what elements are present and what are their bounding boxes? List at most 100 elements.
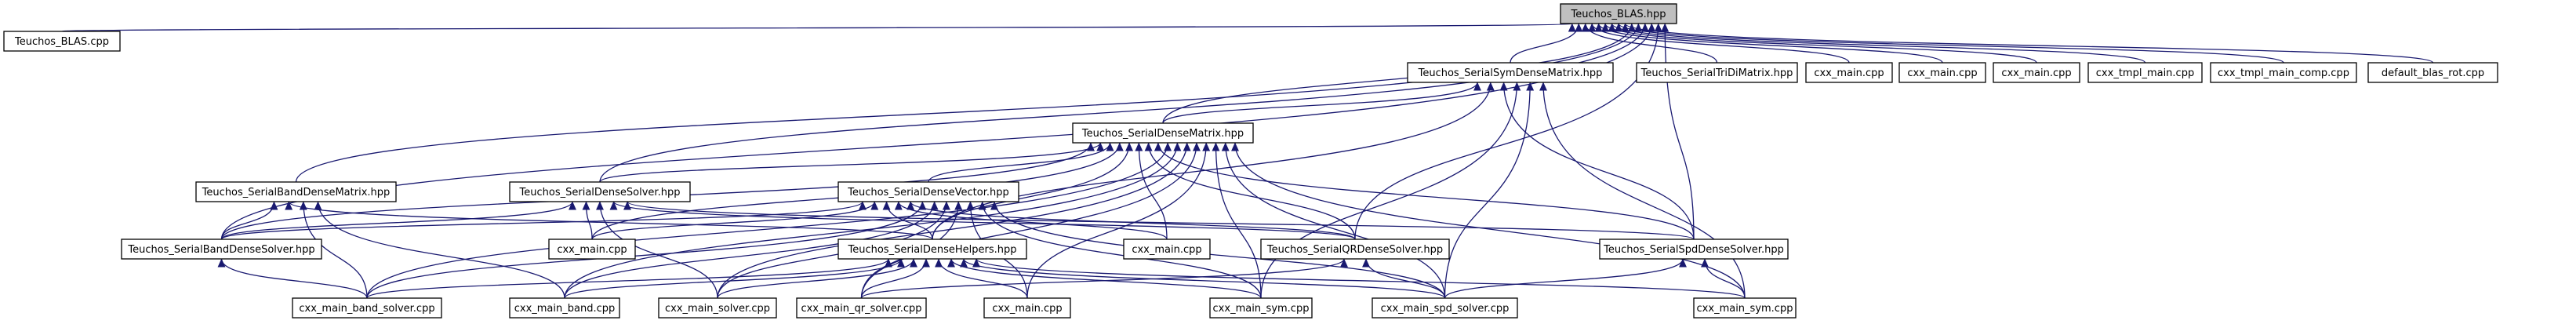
- node-box: [1993, 62, 2080, 83]
- node-box: [1209, 297, 1313, 319]
- node-cxx-main-cpp-top-3[interactable]: cxx_main.cpp: [1993, 62, 2080, 83]
- node-teuchos-blas-cpp[interactable]: Teuchos_BLAS.cpp: [3, 31, 121, 52]
- node-label: Teuchos_SerialDenseMatrix.hpp: [1081, 128, 1244, 140]
- node-label: cxx_main.cpp: [1907, 67, 1977, 79]
- node-box: [2087, 62, 2203, 83]
- node-serial-qr-dense-solver-hpp[interactable]: Teuchos_SerialQRDenseSolver.hpp: [1260, 239, 1450, 260]
- node-label: Teuchos_SerialDenseHelpers.hpp: [847, 244, 1016, 256]
- edge-cxx-main-solver-cpp-to-serial-dense-matrix-hpp: [717, 142, 1191, 299]
- node-serial-sym-dense-matrix-hpp[interactable]: Teuchos_SerialSymDenseMatrix.hpp: [1407, 62, 1614, 83]
- node-box: [195, 181, 397, 202]
- node-label: cxx_main.cpp: [557, 244, 627, 256]
- node-box: [1560, 3, 1677, 24]
- edge-cxx-main-qr-solver-cpp-to-serial-dense-matrix-hpp: [860, 142, 1201, 299]
- node-box: [3, 31, 121, 52]
- node-cxx-main-cpp-mid-1[interactable]: cxx_main.cpp: [548, 239, 636, 260]
- node-serial-dense-matrix-hpp[interactable]: Teuchos_SerialDenseMatrix.hpp: [1072, 122, 1254, 144]
- node-box: [1693, 297, 1797, 319]
- node-box: [121, 239, 322, 260]
- edge-cxx-main-sym-cpp-1-to-serial-dense-helpers-hpp: [947, 258, 1262, 299]
- edge-cxx-tmpl-main-comp-cpp-to-teuchos-blas-hpp: [1615, 23, 2284, 64]
- node-box: [1123, 239, 1211, 260]
- edge-cxx-main-sym-cpp-2-to-serial-dense-helpers-hpp: [972, 258, 1746, 299]
- node-label: cxx_main.cpp: [992, 303, 1062, 315]
- node-box: [509, 297, 620, 319]
- node-cxx-main-qr-solver-cpp[interactable]: cxx_main_qr_solver.cpp: [796, 297, 927, 319]
- edge-cxx-main-spd-solver-cpp-to-serial-dense-matrix-hpp: [1221, 142, 1446, 299]
- node-box: [1407, 62, 1614, 83]
- edge-cxx-main-sym-cpp-1-to-serial-sym-dense-matrix-hpp: [1260, 82, 1521, 299]
- node-cxx-main-solver-cpp[interactable]: cxx_main_solver.cpp: [658, 297, 777, 319]
- edge-serial-qr-dense-solver-hpp-to-serial-dense-matrix-hpp: [1144, 142, 1356, 240]
- edge-cxx-main-band-cpp-to-serial-dense-helpers-hpp: [564, 258, 905, 299]
- edge-cxx-main-spd-solver-cpp-to-serial-sym-dense-matrix-hpp: [1444, 82, 1535, 299]
- node-label: cxx_main.cpp: [2001, 67, 2071, 79]
- edge-serial-dense-helpers-hpp-to-serial-dense-vector-hpp: [882, 201, 933, 240]
- edge-cxx-main-cpp-bottom-to-serial-dense-matrix-hpp: [1026, 142, 1211, 299]
- edge-cxx-main-cpp-mid-1-to-serial-dense-solver-hpp: [582, 201, 593, 240]
- node-label: default_blas_rot.cpp: [2382, 67, 2484, 79]
- node-box: [983, 297, 1071, 319]
- node-label: cxx_main.cpp: [1132, 244, 1201, 256]
- node-cxx-main-cpp-mid-2[interactable]: cxx_main.cpp: [1123, 239, 1211, 260]
- node-serial-dense-helpers-hpp[interactable]: Teuchos_SerialDenseHelpers.hpp: [837, 239, 1027, 260]
- edge-cxx-main-band-solver-cpp-to-serial-band-dense-matrix-hpp: [299, 201, 368, 299]
- node-box: [1898, 62, 1986, 83]
- node-label: Teuchos_SerialTriDiMatrix.hpp: [1640, 67, 1793, 79]
- node-cxx-tmpl-main-cpp[interactable]: cxx_tmpl_main.cpp: [2087, 62, 2203, 83]
- edge-cxx-main-spd-solver-cpp-to-serial-dense-helpers-hpp: [960, 258, 1446, 299]
- edge-cxx-main-band-solver-cpp-to-serial-dense-helpers-hpp: [366, 258, 892, 299]
- edge-serial-qr-dense-solver-hpp-to-serial-dense-solver-hpp: [609, 201, 1356, 240]
- node-serial-tri-di-matrix-hpp[interactable]: Teuchos_SerialTriDiMatrix.hpp: [1636, 62, 1798, 83]
- node-label: cxx_main.cpp: [1814, 67, 1884, 79]
- node-box: [2210, 62, 2357, 83]
- node-default-blas-rot-cpp[interactable]: default_blas_rot.cpp: [2367, 62, 2498, 83]
- node-cxx-tmpl-main-comp-cpp[interactable]: cxx_tmpl_main_comp.cpp: [2210, 62, 2357, 83]
- edge-cxx-main-cpp-bottom-to-serial-dense-helpers-hpp: [935, 258, 1028, 299]
- edge-serial-band-dense-solver-hpp-to-serial-dense-solver-hpp: [220, 201, 576, 240]
- edge-cxx-main-cpp-top-2-to-teuchos-blas-hpp: [1594, 23, 1943, 64]
- node-serial-band-dense-solver-hpp[interactable]: Teuchos_SerialBandDenseSolver.hpp: [121, 239, 322, 260]
- node-cxx-main-spd-solver-cpp[interactable]: cxx_main_spd_solver.cpp: [1372, 297, 1518, 319]
- edge-serial-dense-helpers-hpp-to-serial-dense-matrix-hpp: [932, 142, 1133, 240]
- edge-default-blas-rot-cpp-to-teuchos-blas-hpp: [1621, 23, 2434, 64]
- node-serial-band-dense-matrix-hpp[interactable]: Teuchos_SerialBandDenseMatrix.hpp: [195, 181, 397, 202]
- node-cxx-main-band-solver-cpp[interactable]: cxx_main_band_solver.cpp: [292, 297, 442, 319]
- node-box: [548, 239, 636, 260]
- node-cxx-main-sym-cpp-2[interactable]: cxx_main_sym.cpp: [1693, 297, 1797, 319]
- node-label: cxx_main_qr_solver.cpp: [801, 303, 921, 315]
- node-box: [2367, 62, 2498, 83]
- edge-serial-band-dense-solver-hpp-to-serial-dense-vector-hpp: [220, 201, 867, 240]
- edge-serial-dense-solver-hpp-to-serial-dense-matrix-hpp: [599, 142, 1105, 183]
- node-cxx-main-cpp-bottom[interactable]: cxx_main.cpp: [983, 297, 1071, 319]
- edge-cxx-main-cpp-mid-2-to-serial-dense-vector-hpp: [894, 201, 1168, 240]
- node-label: cxx_main_sym.cpp: [1697, 303, 1793, 315]
- edge-cxx-main-band-solver-cpp-to-serial-dense-matrix-hpp: [366, 142, 1172, 299]
- node-cxx-main-band-cpp[interactable]: cxx_main_band.cpp: [509, 297, 620, 319]
- node-serial-dense-solver-hpp[interactable]: Teuchos_SerialDenseSolver.hpp: [509, 181, 691, 202]
- edge-cxx-tmpl-main-cpp-to-teuchos-blas-hpp: [1608, 23, 2146, 64]
- node-cxx-main-cpp-top-2[interactable]: cxx_main.cpp: [1898, 62, 1986, 83]
- node-serial-dense-vector-hpp[interactable]: Teuchos_SerialDenseVector.hpp: [837, 181, 1019, 202]
- edge-serial-band-dense-solver-hpp-to-teuchos-blas-hpp: [220, 23, 1656, 240]
- node-box: [1805, 62, 1893, 83]
- edge-cxx-main-sym-cpp-2-to-serial-sym-dense-matrix-hpp: [1539, 82, 1746, 299]
- node-label: Teuchos_SerialBandDenseSolver.hpp: [127, 244, 314, 256]
- node-box: [837, 181, 1019, 202]
- node-box: [1072, 122, 1254, 144]
- node-teuchos-blas-hpp[interactable]: Teuchos_BLAS.hpp: [1560, 3, 1677, 24]
- node-cxx-main-cpp-top-1[interactable]: cxx_main.cpp: [1805, 62, 1893, 83]
- edge-serial-spd-dense-solver-hpp-to-serial-dense-solver-hpp: [623, 201, 1695, 240]
- node-label: Teuchos_SerialQRDenseSolver.hpp: [1266, 244, 1443, 256]
- edge-cxx-main-spd-solver-cpp-to-serial-dense-vector-hpp: [990, 201, 1446, 299]
- edge-serial-spd-dense-solver-hpp-to-serial-dense-matrix-hpp: [1154, 142, 1695, 240]
- node-label: Teuchos_SerialBandDenseMatrix.hpp: [202, 187, 391, 198]
- edge-cxx-main-sym-cpp-1-to-serial-dense-vector-hpp: [978, 201, 1262, 299]
- edge-serial-dense-matrix-hpp-to-serial-sym-dense-matrix-hpp: [1162, 82, 1481, 124]
- node-serial-spd-dense-solver-hpp[interactable]: Teuchos_SerialSpdDenseSolver.hpp: [1599, 239, 1789, 260]
- node-cxx-main-sym-cpp-1[interactable]: cxx_main_sym.cpp: [1209, 297, 1313, 319]
- node-label: cxx_main_sym.cpp: [1213, 303, 1310, 315]
- node-box: [509, 181, 691, 202]
- node-label: cxx_main_solver.cpp: [665, 303, 770, 315]
- edge-cxx-main-qr-solver-cpp-to-serial-qr-dense-solver-hpp: [860, 258, 1348, 299]
